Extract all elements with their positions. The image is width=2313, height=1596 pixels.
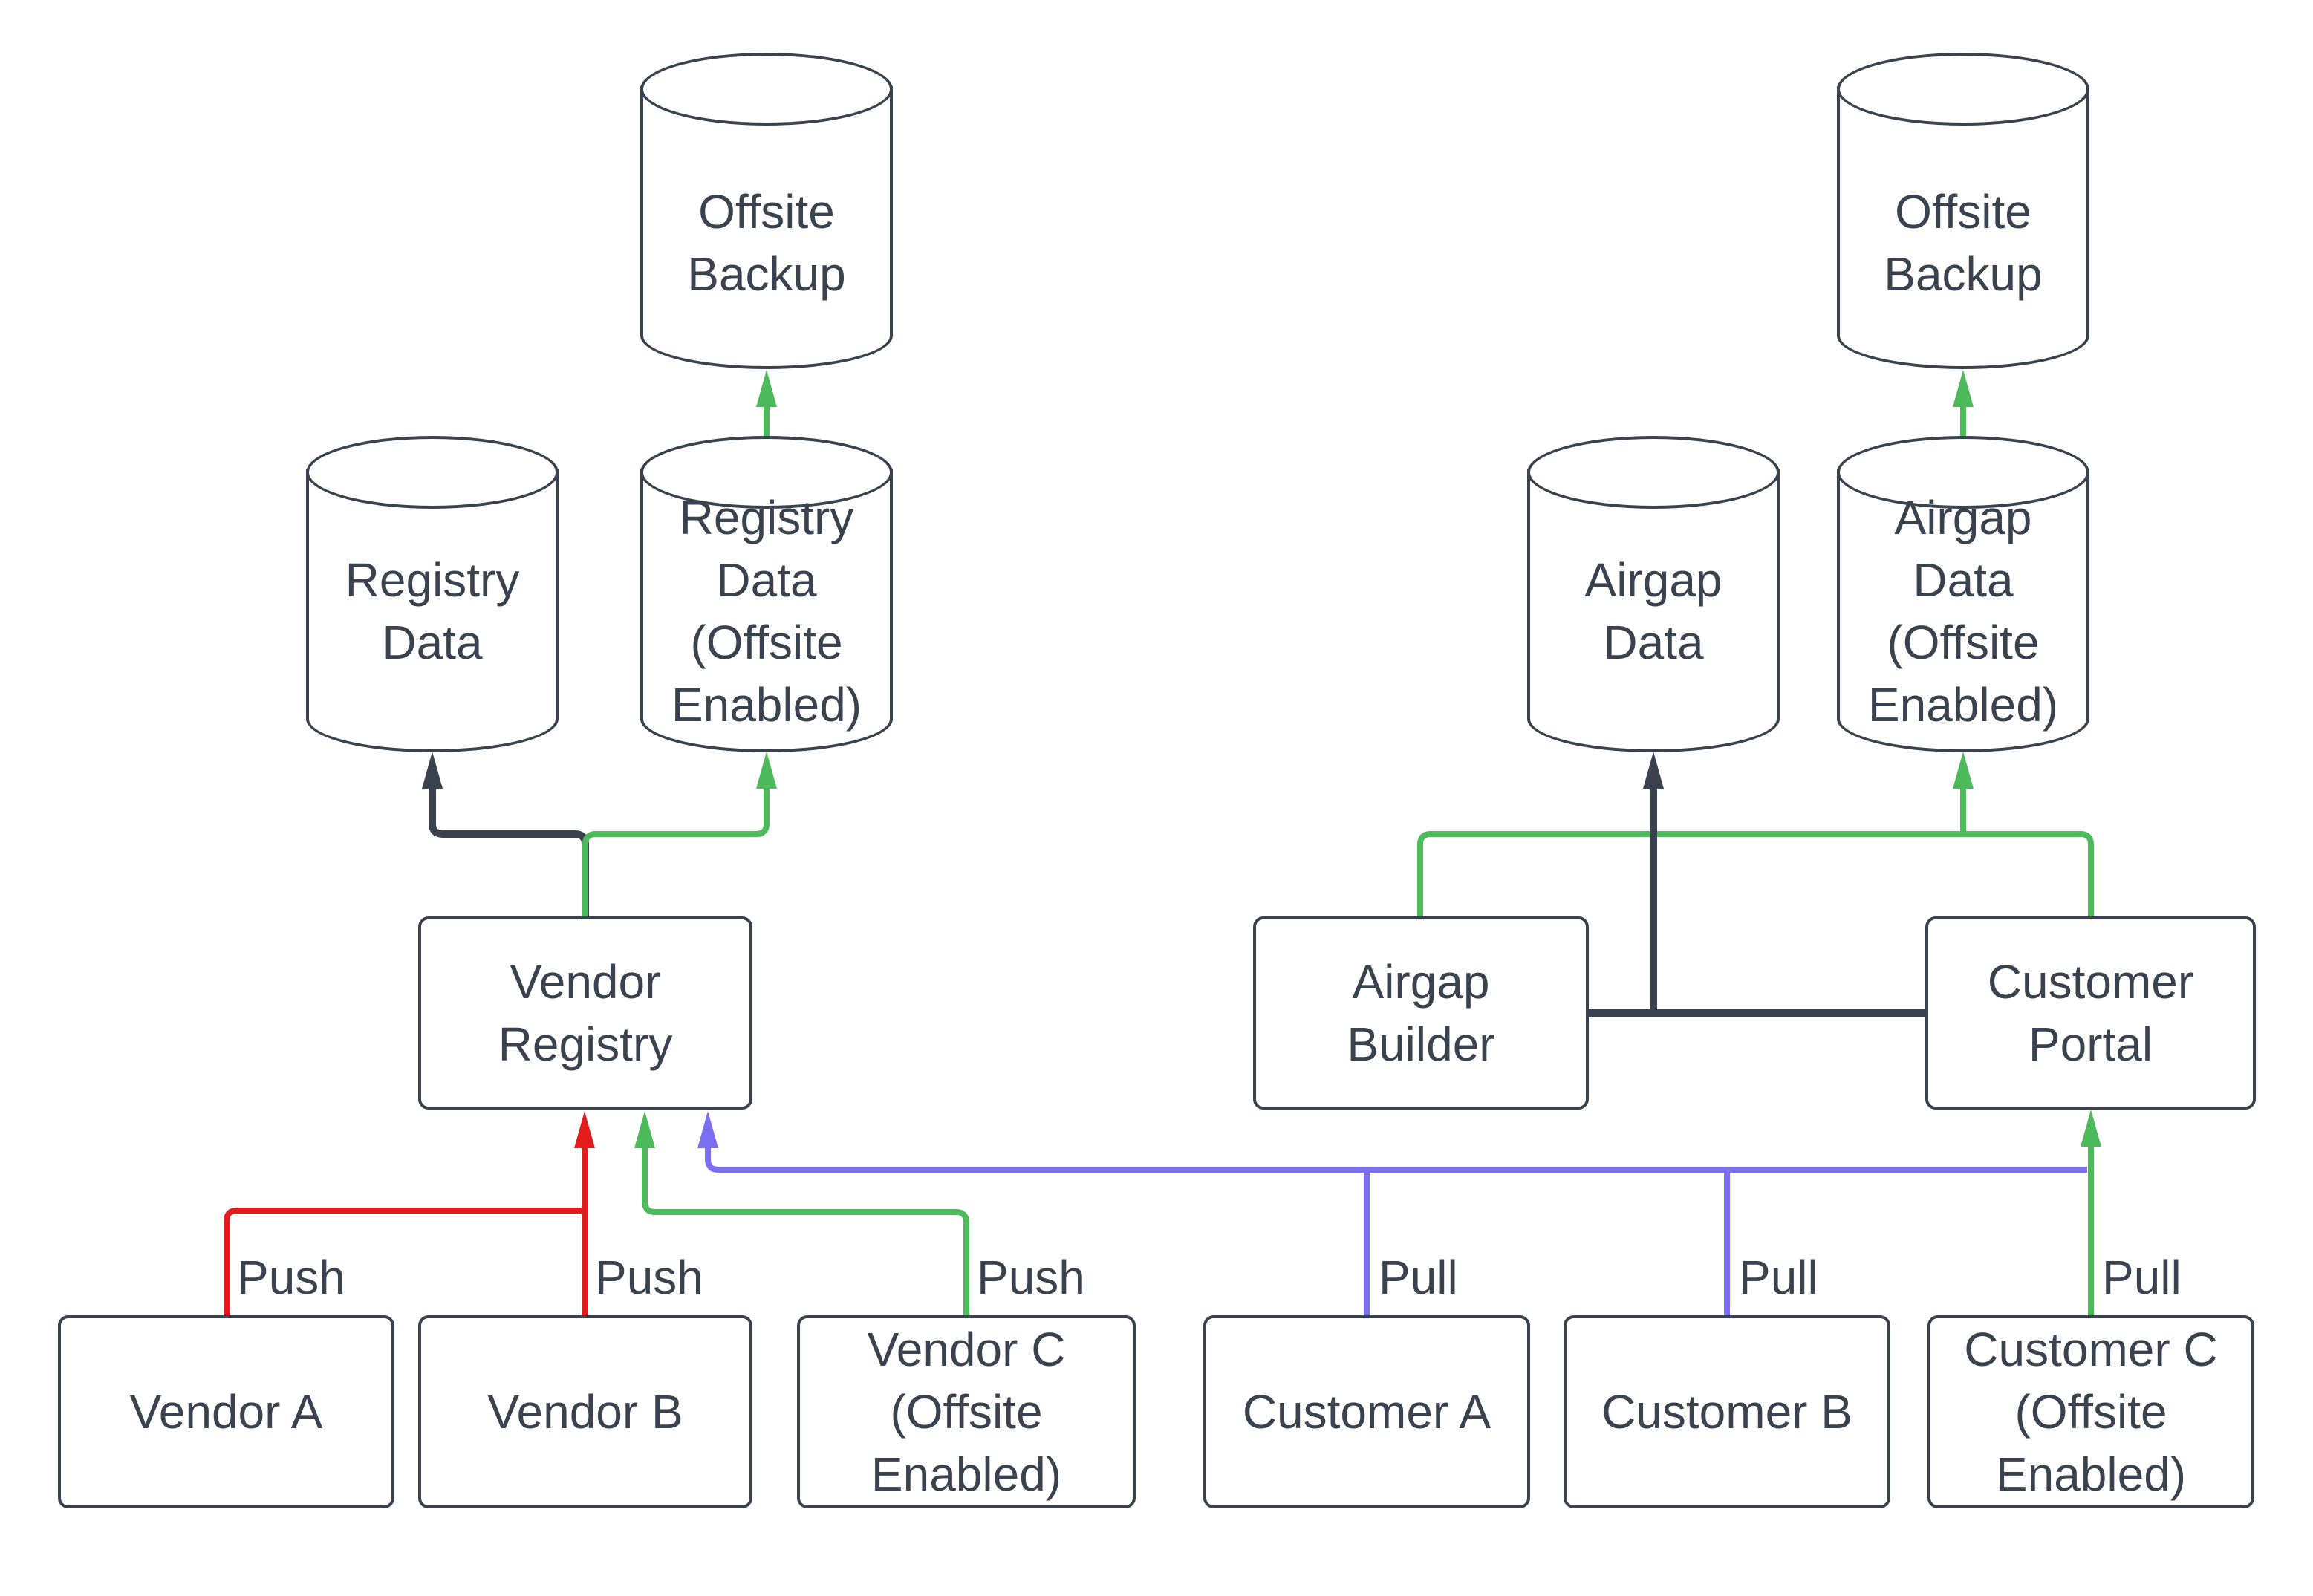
node-label: Offsite Backup [1884, 184, 2043, 301]
node-registry-data-offsite: Registry Data (Offsite Enabled) [640, 436, 893, 752]
node-label: Airgap Data [1584, 553, 1722, 669]
node-vendor-c: Vendor C (Offsite Enabled) [797, 1315, 1136, 1508]
node-label: Customer C (Offsite Enabled) [1964, 1323, 2218, 1501]
edge-label-pull-customer-c: Pull [2102, 1251, 2182, 1304]
node-offsite-backup-right-shape [1837, 53, 2089, 369]
arrowhead-into-registry-data-offsite [756, 752, 777, 789]
node-customer-portal: Customer Portal [1925, 916, 2256, 1110]
node-vendor-a: Vendor A [58, 1315, 394, 1508]
edge-vendor-c-push [642, 1145, 969, 1315]
edge-label-push-vendor-a: Push [237, 1251, 345, 1304]
node-label: Airgap Data (Offsite Enabled) [1867, 491, 2059, 732]
offsite-backup-left-label-wrap: Offsite Backup [643, 89, 890, 366]
arrowhead-into-registry-data [422, 752, 443, 789]
node-airgap-data: Airgap Data [1527, 436, 1780, 752]
node-label: Vendor Registry [498, 955, 673, 1071]
arrowhead-blue-into-vendor-registry [697, 1111, 718, 1148]
edge-vendor-registry-to-registry-data [429, 786, 589, 916]
node-label: Airgap Builder [1347, 955, 1495, 1071]
edge-label-pull-customer-a: Pull [1379, 1251, 1458, 1304]
edge-airgap-builder-customer-portal-green [1417, 831, 2094, 917]
node-offsite-backup-left-shape [640, 53, 893, 369]
node-label: Offsite Backup [687, 184, 846, 301]
arrowhead-into-customer-portal [2081, 1110, 2101, 1147]
arrowhead-into-airgap-data-offsite [1953, 752, 1974, 789]
arrowhead-into-offsite-backup-right [1953, 370, 1974, 407]
edge-label-push-vendor-b: Push [595, 1251, 703, 1304]
node-registry-data: Registry Data [306, 436, 559, 752]
node-label: Customer A [1242, 1385, 1491, 1439]
node-airgap-data-offsite: Airgap Data (Offsite Enabled) [1837, 436, 2089, 752]
node-vendor-b: Vendor B [418, 1315, 752, 1508]
edge-vendor-registry-to-registry-data-offsite [582, 786, 770, 916]
offsite-backup-right-label-wrap: Offsite Backup [1840, 89, 2086, 366]
node-vendor-registry: Vendor Registry [418, 916, 752, 1110]
node-customer-b: Customer B [1564, 1315, 1890, 1508]
edge-vendor-a-push [224, 1208, 585, 1315]
node-label: Registry Data (Offsite Enabled) [671, 491, 862, 732]
node-customer-a: Customer A [1203, 1315, 1530, 1508]
arrowhead-green-into-vendor-registry [634, 1111, 655, 1148]
arrowhead-into-offsite-backup-left [756, 370, 777, 407]
node-customer-c: Customer C (Offsite Enabled) [1928, 1315, 2254, 1508]
arrowhead-red-into-vendor-registry [574, 1111, 595, 1148]
edge-customers-pull-main [705, 1145, 2087, 1173]
arrowhead-into-airgap-data [1643, 752, 1664, 789]
node-airgap-builder: Airgap Builder [1253, 916, 1589, 1110]
edge-label-pull-customer-b: Pull [1739, 1251, 1818, 1304]
node-label: Customer Portal [1987, 955, 2194, 1071]
edge-label-push-vendor-c: Push [977, 1251, 1085, 1304]
node-label: Registry Data [345, 553, 520, 669]
node-label: Customer B [1601, 1385, 1852, 1439]
node-label: Vendor B [487, 1385, 683, 1439]
node-label: Vendor C (Offsite Enabled) [867, 1323, 1066, 1501]
node-label: Vendor A [129, 1385, 323, 1439]
